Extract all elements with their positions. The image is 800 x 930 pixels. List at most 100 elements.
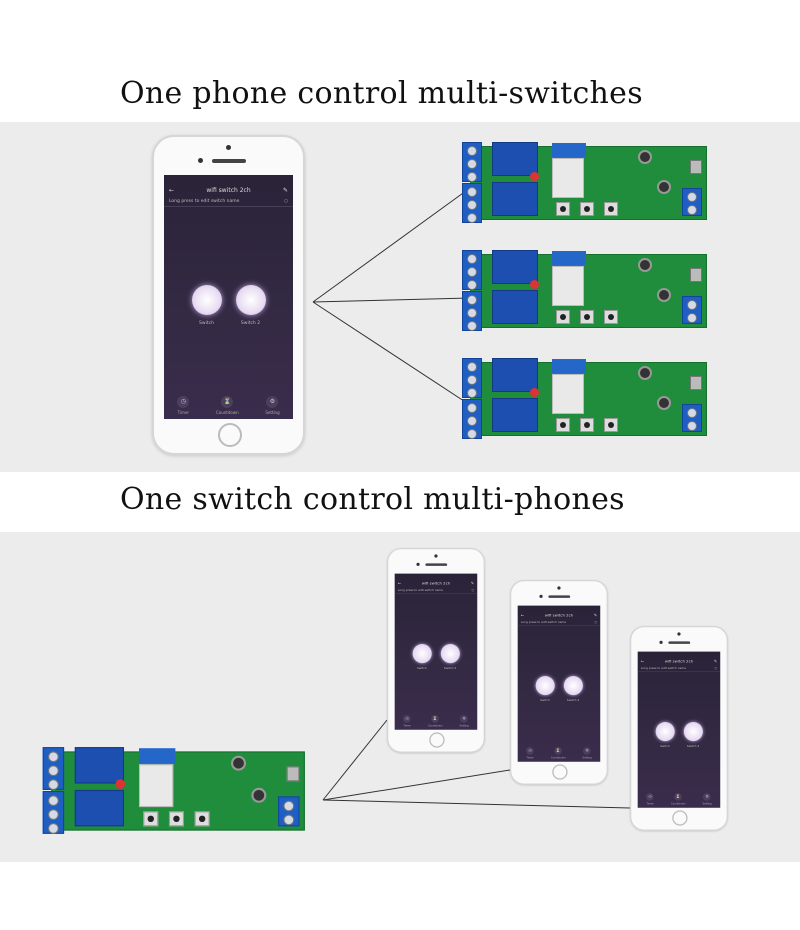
terminal-block <box>462 250 482 290</box>
capacitor <box>638 366 652 380</box>
tab-setting[interactable]: ⚙ Setting <box>265 396 280 415</box>
terminal-block <box>462 291 482 331</box>
camera <box>677 632 681 636</box>
hint-text: Long press to edit switch name <box>640 666 686 671</box>
push-button <box>556 202 570 216</box>
clock-icon: ◷ <box>646 793 654 801</box>
relay-board <box>452 140 707 224</box>
terminal-block <box>462 142 482 182</box>
push-button <box>194 811 210 827</box>
led <box>115 779 126 789</box>
led <box>530 172 539 181</box>
switch-2-button[interactable]: Switch 2 <box>563 676 583 702</box>
terminal-block <box>462 358 482 398</box>
push-button <box>580 310 594 324</box>
gear-icon: ⚙ <box>266 396 279 408</box>
hint-text: Long press to edit switch name <box>169 199 240 204</box>
sensor <box>539 594 543 598</box>
switch-label: Switch <box>660 745 670 749</box>
tab-label: Timer <box>403 724 411 728</box>
sensor <box>659 640 663 644</box>
capacitor <box>657 396 671 410</box>
push-button <box>168 811 184 827</box>
gear-icon: ⚙ <box>460 715 468 723</box>
terminal-block <box>682 296 702 324</box>
antenna <box>552 359 586 373</box>
switch-2-button[interactable]: Switch 2 <box>440 644 460 671</box>
info-icon[interactable]: ○ <box>284 199 288 204</box>
app-header: ← wifi switch 2ch ✎ <box>164 183 293 197</box>
tab-setting[interactable]: ⚙Setting <box>460 715 469 727</box>
capacitor <box>251 787 267 803</box>
antenna <box>552 143 586 157</box>
power-icon <box>563 676 583 696</box>
arrow-left-icon[interactable]: ← <box>397 580 402 586</box>
relay <box>492 142 538 176</box>
hint-row: Long press to edit switch name ○ <box>164 197 293 207</box>
tab-label: Setting <box>459 724 469 728</box>
clock-icon: ◷ <box>177 396 190 408</box>
arrow-left-icon[interactable]: ← <box>520 612 525 618</box>
tab-setting[interactable]: ⚙Setting <box>703 793 712 805</box>
power-icon <box>655 722 675 742</box>
tab-label: Setting <box>702 802 712 806</box>
pencil-icon[interactable]: ✎ <box>282 186 288 194</box>
usb-port <box>690 160 702 174</box>
pencil-icon[interactable]: ✎ <box>593 612 598 618</box>
pencil-icon[interactable]: ✎ <box>713 658 718 664</box>
info-icon[interactable]: ○ <box>714 666 718 671</box>
app-header: ← wifi switch 2ch ✎ <box>395 579 478 588</box>
capacitor <box>638 150 652 164</box>
tab-label: Setting <box>265 410 280 415</box>
tab-countdown[interactable]: ⌛Countdown <box>671 793 685 805</box>
hourglass-icon: ⌛ <box>221 396 234 408</box>
camera <box>557 586 561 590</box>
clock-icon: ◷ <box>526 747 534 755</box>
switch-2-button[interactable]: Switch 2 <box>235 285 266 326</box>
speaker <box>668 641 691 644</box>
terminal-block <box>682 188 702 216</box>
home-button <box>672 810 688 826</box>
pencil-icon[interactable]: ✎ <box>470 580 475 586</box>
tab-timer[interactable]: ◷Timer <box>177 396 190 415</box>
tab-timer[interactable]: ◷Timer <box>403 715 411 727</box>
tab-label: Countdown <box>427 724 443 728</box>
switch-label: Switch 2 <box>443 667 457 671</box>
smartphone: ← wifi switch 2ch ✎ Long press to edit s… <box>510 580 608 785</box>
switch-1-button[interactable]: Switch <box>535 676 555 703</box>
app-screen: ← wifi switch 2ch ✎ Long press to edit s… <box>394 573 478 730</box>
switch-label: Switch 2 <box>686 745 700 749</box>
switch-1-button[interactable]: Switch <box>191 285 222 326</box>
switch-label: Switch <box>199 321 214 326</box>
relay <box>74 789 125 827</box>
tab-countdown[interactable]: ⌛Countdown <box>551 747 565 759</box>
info-icon[interactable]: ○ <box>471 588 475 593</box>
push-button <box>604 202 618 216</box>
home-button <box>429 732 445 748</box>
power-icon <box>412 644 432 664</box>
arrow-left-icon[interactable]: ← <box>169 186 175 194</box>
terminal-block <box>42 791 65 834</box>
tab-setting[interactable]: ⚙Setting <box>583 747 592 759</box>
smartphone: ← wifi switch 2ch ✎ Long press to edit s… <box>387 548 485 753</box>
tab-countdown[interactable]: ⌛Countdown <box>427 715 443 728</box>
usb-port <box>690 376 702 390</box>
app-title: wifi switch 2ch <box>664 658 694 664</box>
power-icon <box>535 676 555 696</box>
switch-label: Switch <box>540 699 550 703</box>
arrow-left-icon[interactable]: ← <box>640 658 645 664</box>
info-icon[interactable]: ○ <box>594 620 598 625</box>
switch-2-button[interactable]: Switch 2 <box>683 722 703 749</box>
switch-1-button[interactable]: Switch <box>655 722 675 749</box>
camera <box>434 554 438 558</box>
power-icon <box>235 285 266 315</box>
tab-label: Timer <box>526 756 534 760</box>
tab-timer[interactable]: ◷Timer <box>526 747 534 759</box>
app-title: wifi switch 2ch <box>206 186 251 194</box>
relay <box>74 747 125 784</box>
antenna <box>139 748 176 764</box>
terminal-block <box>42 747 65 790</box>
tab-countdown[interactable]: ⌛Countdown <box>216 396 239 415</box>
switch-1-button[interactable]: Switch <box>412 644 432 670</box>
tab-timer[interactable]: ◷Timer <box>646 793 654 805</box>
